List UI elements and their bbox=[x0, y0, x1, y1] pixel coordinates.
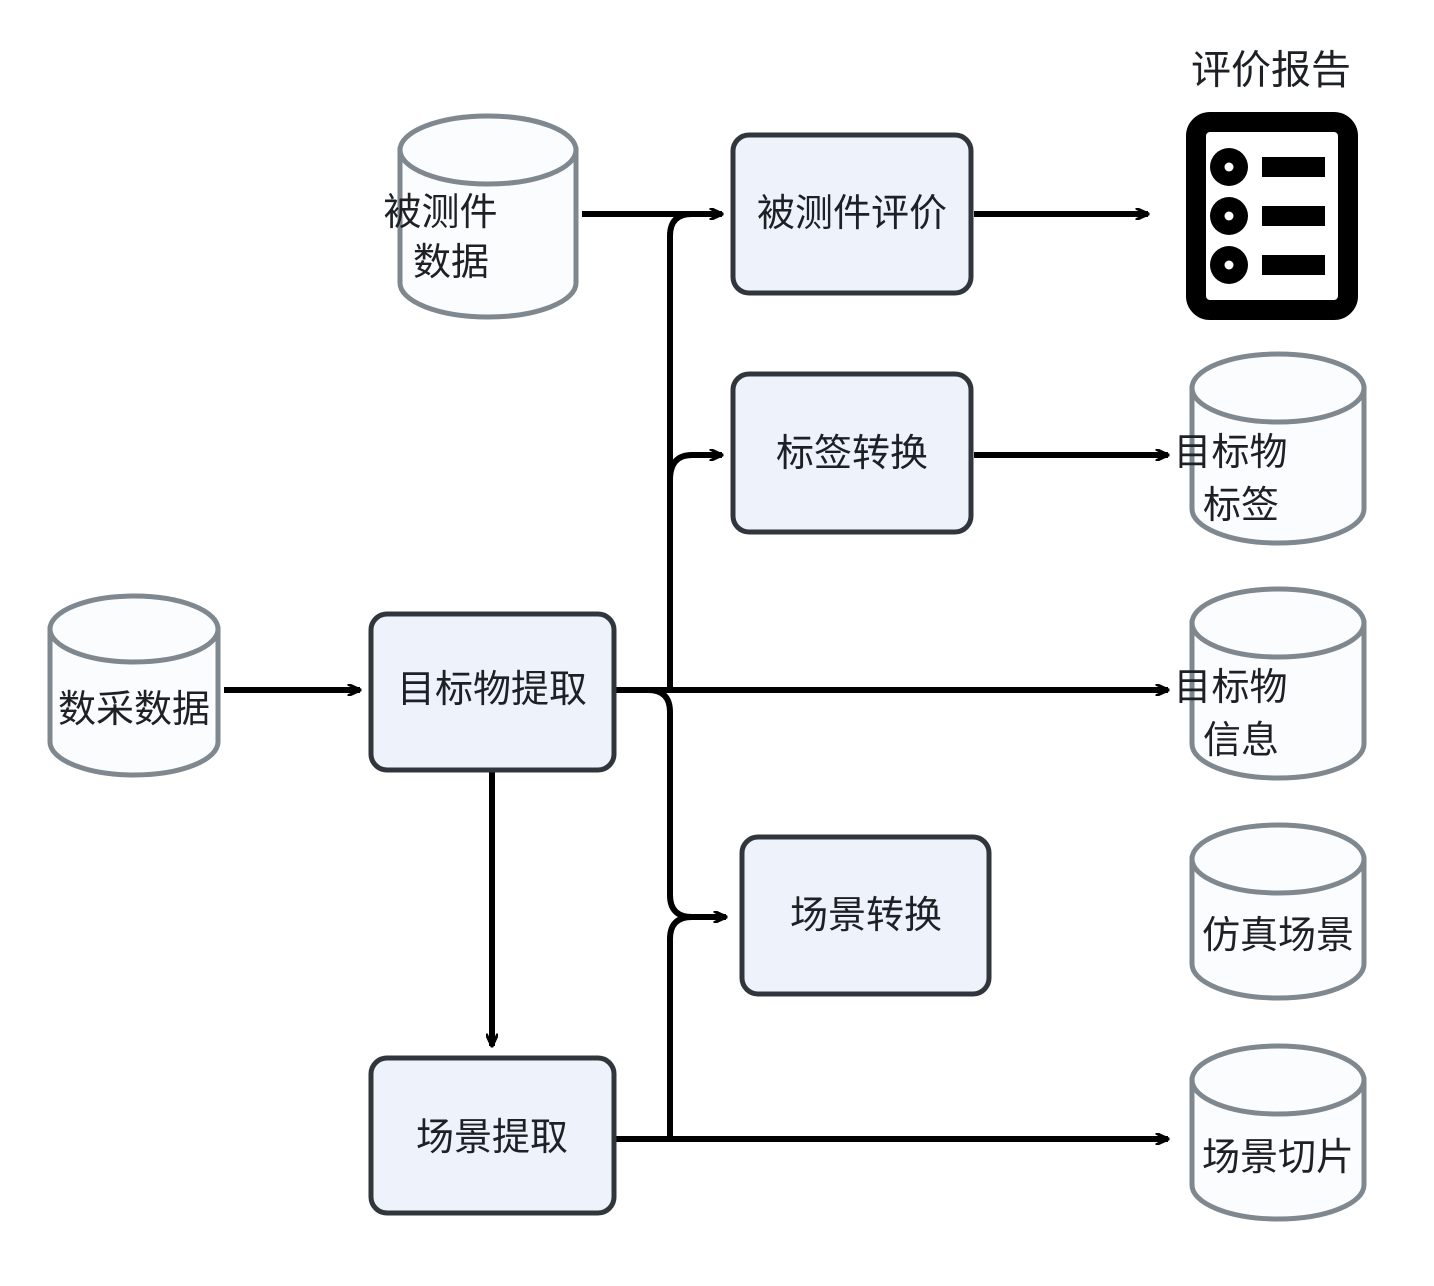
node-dut-data[interactable]: 被测件 数据 bbox=[0, 0, 593, 320]
report-icon-line-1 bbox=[1262, 157, 1325, 177]
edge-scene-extraction-to-scene-conversion bbox=[667, 917, 726, 1139]
node-label-label-conversion: 标签转换 bbox=[776, 433, 928, 475]
cylinder-body-simulation-scene bbox=[1189, 856, 1367, 1001]
report-icon-bullet-1-center bbox=[1224, 162, 1234, 172]
cylinder-body-target-info bbox=[1189, 620, 1367, 781]
report-icon-bullet-2-center bbox=[1224, 211, 1234, 221]
node-simulation-scene[interactable]: 仿真场景 bbox=[1189, 822, 1367, 1001]
cylinder-body-dut-data bbox=[397, 147, 579, 320]
node-label-conversion[interactable]: 标签转换 bbox=[730, 371, 974, 535]
node-label-target-label: 目标物 标签 bbox=[0, 0, 1383, 527]
node-label-simulation-scene: 仿真场景 bbox=[1202, 915, 1354, 957]
process-box-dut-evaluation bbox=[730, 132, 974, 296]
cylinder-top-target-info bbox=[1189, 586, 1367, 660]
node-label-dut-data: 被测件 数据 bbox=[0, 0, 593, 284]
node-target-label[interactable]: 目标物 标签 bbox=[0, 0, 1383, 546]
report-icon bbox=[1186, 112, 1358, 320]
process-box-target-extraction bbox=[368, 611, 617, 773]
node-scene-clip[interactable]: 场景切片 bbox=[1189, 1043, 1367, 1222]
edge-layer bbox=[224, 214, 1168, 1139]
node-label-dut-evaluation: 被测件评价 bbox=[757, 193, 947, 235]
caption-evaluation-report: 评价报告 bbox=[1191, 49, 1351, 93]
node-evaluation-report[interactable]: 评价报告 bbox=[1186, 49, 1358, 320]
edge-target-extraction-to-dut-evaluation bbox=[667, 214, 722, 690]
cylinder-top-scene-clip bbox=[1189, 1043, 1367, 1117]
cylinder-body-scene-clip bbox=[1189, 1077, 1367, 1222]
node-label-target-extraction: 目标物提取 bbox=[397, 669, 587, 711]
process-box-scene-conversion bbox=[739, 834, 992, 997]
report-icon-line-2 bbox=[1262, 206, 1325, 226]
process-box-label-conversion bbox=[730, 371, 974, 535]
node-collected-data[interactable]: 数采数据 bbox=[47, 593, 221, 778]
cylinder-top-simulation-scene bbox=[1189, 822, 1367, 896]
cylinder-top-target-label bbox=[1189, 351, 1367, 425]
process-box-scene-extraction bbox=[368, 1055, 617, 1216]
node-scene-conversion[interactable]: 场景转换 bbox=[739, 834, 992, 997]
node-label-scene-extraction: 场景提取 bbox=[416, 1117, 568, 1159]
report-icon-line-3 bbox=[1262, 255, 1325, 275]
cylinder-body-target-label bbox=[1189, 385, 1367, 546]
node-label-scene-conversion: 场景转换 bbox=[790, 895, 942, 937]
node-target-info[interactable]: 目标物 信息 bbox=[0, 0, 1383, 781]
node-dut-evaluation[interactable]: 被测件评价 bbox=[730, 132, 974, 296]
report-icon-bullet-3-center bbox=[1224, 260, 1234, 270]
edge-target-extraction-to-label-conversion bbox=[667, 455, 722, 481]
node-label-collected-data: 数采数据 bbox=[58, 689, 210, 731]
node-scene-extraction[interactable]: 场景提取 bbox=[368, 1055, 617, 1216]
edge-target-extraction-to-scene-conversion bbox=[647, 687, 726, 917]
cylinder-body-collected-data bbox=[47, 626, 221, 778]
cylinder-top-collected-data bbox=[47, 593, 221, 665]
node-label-scene-clip: 场景切片 bbox=[1202, 1137, 1354, 1179]
node-target-extraction[interactable]: 目标物提取 bbox=[368, 611, 617, 773]
node-label-target-info: 目标物 信息 bbox=[1173, 667, 1287, 762]
cylinder-top-dut-data bbox=[397, 113, 579, 187]
